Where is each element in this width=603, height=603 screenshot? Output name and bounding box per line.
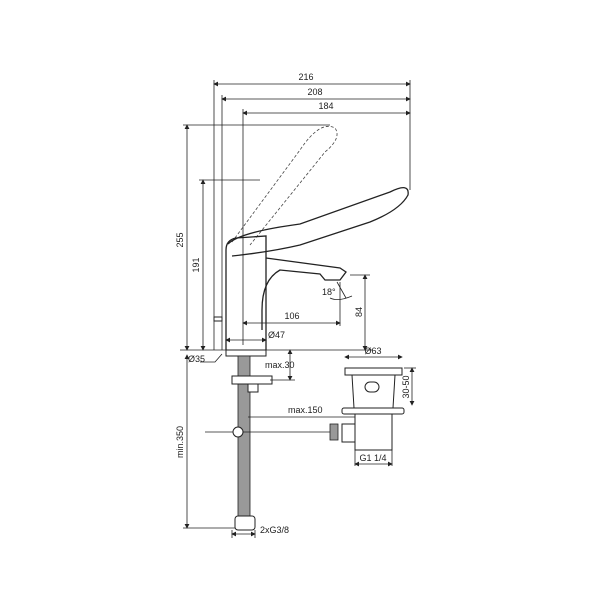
dim-255: 255: [175, 232, 185, 247]
waste-valve: Ø63 30-50 G1 1/4: [341, 346, 416, 467]
dim-84: 84: [354, 307, 364, 317]
dim-diameter-35: Ø35: [188, 354, 205, 364]
dim-angle-18: 18°: [322, 287, 336, 297]
raised-handle-outline: [231, 125, 338, 246]
dim-191: 191: [191, 257, 201, 272]
dim-diameter-47: Ø47: [268, 330, 285, 340]
dim-208: 208: [307, 87, 322, 97]
dim-hose-thread: 2xG3/8: [260, 525, 289, 535]
dim-30-50: 30-50: [401, 375, 411, 398]
dim-184: 184: [318, 101, 333, 111]
dim-216: 216: [298, 72, 313, 82]
mounting-assembly: Ø35 max.30 max.150 2xG3/8: [188, 349, 371, 538]
dim-max-150: max.150: [288, 405, 323, 415]
top-dimensions: 216 208 184: [213, 72, 411, 350]
dim-106: 106: [284, 311, 299, 321]
dim-max-30: max.30: [265, 360, 295, 370]
dim-waste-thread: G1 1/4: [359, 453, 386, 463]
faucet-body: [213, 187, 409, 350]
spout-dimensions: 106 Ø47 84 18°: [225, 274, 370, 351]
height-dimensions: 255 191 min.350: [175, 124, 372, 529]
dim-min-350: min.350: [175, 426, 185, 458]
dim-diameter-63: Ø63: [364, 346, 381, 356]
